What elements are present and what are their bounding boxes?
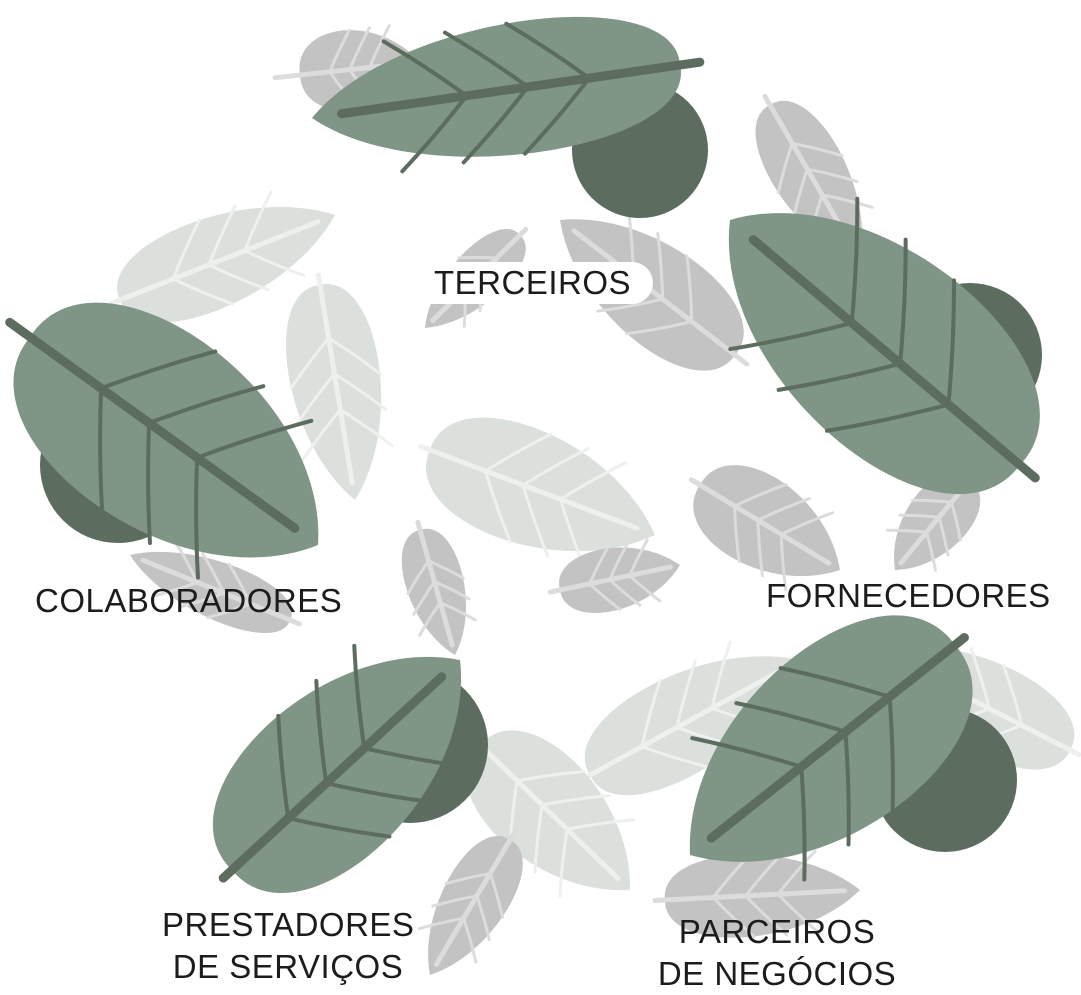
bg-leaf-bottom-center-light [466, 730, 636, 898]
label-parceiros-de-negocios: PARCEIROS DE NEGÓCIOS [655, 911, 899, 995]
bg-leaf-center-left-light [286, 272, 394, 500]
bg-leaf-center-light [418, 417, 655, 572]
bg-leaf-colab-under-gray [130, 541, 302, 634]
bg-leaf-bottom-left-gray [417, 828, 523, 975]
bg-leaf-right-gray [688, 465, 840, 592]
leaf-colaboradores [5, 302, 319, 580]
bg-leaf-bottom-right-gray [652, 849, 860, 938]
bg-leaf-mid-gray [547, 538, 680, 613]
label-prestadores-de-servicos: PRESTADORES DE SERVIÇOS [162, 904, 414, 988]
label-fornecedores: FORNECEDORES [766, 577, 1051, 614]
bg-leaf-left-light [108, 190, 335, 323]
leaf-terceiros [312, 16, 705, 174]
label-parceiros-line1: PARCEIROS [678, 913, 876, 950]
bg-leaf-lower-center-gray [401, 519, 477, 655]
label-prestadores-line2: DE SERVIÇOS [172, 948, 404, 985]
leaf-parceiros [689, 615, 973, 882]
label-prestadores-line1: PRESTADORES [162, 906, 415, 943]
leaf-fornecedores [728, 196, 1040, 495]
leaf-prestadores [212, 643, 468, 894]
background-leaves [108, 24, 1081, 975]
label-terceiros: TERCEIROS [420, 262, 654, 304]
label-colaboradores: COLABORADORES [35, 582, 343, 619]
main-leaves [5, 16, 1042, 894]
label-parceiros-line2: DE NEGÓCIOS [657, 955, 897, 992]
